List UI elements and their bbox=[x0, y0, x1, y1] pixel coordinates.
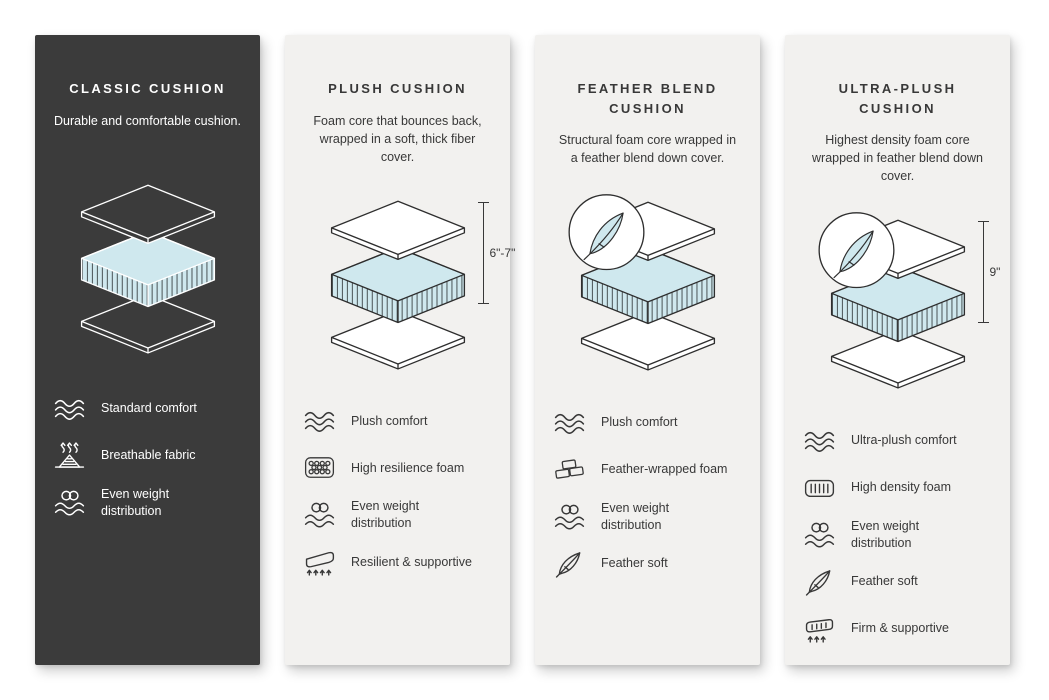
weight-distribution-icon bbox=[300, 500, 338, 530]
feature-label: Standard comfort bbox=[101, 401, 197, 416]
weight-distribution-icon bbox=[800, 520, 838, 550]
feature-label: High density foam bbox=[851, 480, 952, 495]
feature-item: High density foam bbox=[800, 471, 995, 505]
cushion-layers-diagram bbox=[331, 201, 464, 369]
feature-label: Breathable fabric bbox=[101, 448, 196, 463]
feather-icon bbox=[550, 549, 588, 579]
breathable-icon bbox=[50, 441, 88, 471]
foam-cells-icon bbox=[300, 453, 338, 483]
feature-item: Breathable fabric bbox=[50, 439, 245, 473]
measurement-indicator: 6"-7" bbox=[477, 201, 516, 304]
panel-classic-cushion: CLASSIC CUSHION Durable and comfortable … bbox=[35, 35, 260, 665]
panel-ultra-plush-cushion: ULTRA-PLUSH CUSHION Highest density foam… bbox=[785, 35, 1010, 665]
cushion-layers-diagram bbox=[81, 184, 214, 353]
feature-item: Ultra-plush comfort bbox=[800, 424, 995, 458]
cushion-illustration bbox=[565, 189, 731, 373]
feature-item: Plush comfort bbox=[550, 406, 745, 440]
panel-title: FEATHER BLEND CUSHION bbox=[577, 81, 718, 116]
feather-badge-icon bbox=[568, 195, 644, 270]
waves-icon bbox=[50, 394, 88, 424]
measurement-indicator: 9" bbox=[977, 221, 1001, 324]
feature-label: Plush comfort bbox=[351, 413, 428, 428]
waves-icon bbox=[800, 426, 838, 456]
panel-title: CLASSIC CUSHION bbox=[69, 81, 226, 96]
feature-item: Resilient & supportive bbox=[300, 545, 495, 579]
panel-description: Structural foam core wrapped in a feathe… bbox=[558, 133, 737, 166]
feature-label: Feather-wrapped foam bbox=[601, 462, 728, 477]
feature-label: Feather soft bbox=[851, 574, 918, 589]
feature-label: Ultra-plush comfort bbox=[851, 433, 957, 448]
feature-list: Standard comfort Breathable fabric Even … bbox=[50, 392, 245, 520]
feature-label: Firm & supportive bbox=[851, 621, 949, 636]
feature-item: Feather soft bbox=[550, 547, 745, 581]
cushion-illustration: 6"-7" bbox=[315, 188, 515, 372]
density-foam-icon bbox=[800, 473, 838, 503]
panel-plush-cushion: PLUSH CUSHION Foam core that bounces bac… bbox=[285, 35, 515, 665]
cushion-illustration bbox=[65, 172, 231, 356]
feature-item: Even weight distribution bbox=[800, 518, 995, 552]
feature-label: Even weight distribution bbox=[601, 500, 670, 532]
firm-icon bbox=[800, 614, 838, 644]
measurement-line bbox=[977, 221, 989, 324]
feature-label: Even weight distribution bbox=[851, 518, 920, 550]
resilient-icon bbox=[300, 547, 338, 577]
panel-title: PLUSH CUSHION bbox=[328, 81, 467, 96]
waves-icon bbox=[550, 408, 588, 438]
waves-icon bbox=[300, 406, 338, 436]
feature-item: Plush comfort bbox=[300, 404, 495, 438]
feature-label: High resilience foam bbox=[351, 460, 465, 475]
panel-feather-blend-cushion: FEATHER BLEND CUSHION Structural foam co… bbox=[535, 35, 760, 665]
feature-label: Even weight distribution bbox=[351, 499, 420, 531]
cushion-illustration: 9" bbox=[815, 207, 1000, 391]
feature-item: High resilience foam bbox=[300, 451, 495, 485]
measurement-label: 6"-7" bbox=[489, 245, 516, 260]
panel-description: Foam core that bounces back, wrapped in … bbox=[313, 113, 482, 164]
feature-list: Ultra-plush comfort High density foam Ev… bbox=[800, 424, 995, 646]
feature-label: Resilient & supportive bbox=[351, 554, 472, 569]
bricks-icon bbox=[550, 455, 588, 485]
feather-badge-icon bbox=[818, 213, 894, 288]
panel-description: Highest density foam core wrapped in fea… bbox=[812, 133, 983, 184]
feature-item: Feather-wrapped foam bbox=[550, 453, 745, 487]
panel-description: Durable and comfortable cushion. bbox=[54, 113, 241, 128]
feature-item: Feather soft bbox=[800, 565, 995, 599]
weight-distribution-icon bbox=[50, 488, 88, 518]
panel-title: ULTRA-PLUSH CUSHION bbox=[838, 81, 957, 116]
feature-list: Plush comfort High resilience foam Even … bbox=[300, 404, 495, 579]
measurement-line bbox=[477, 201, 489, 304]
feature-item: Standard comfort bbox=[50, 392, 245, 426]
weight-distribution-icon bbox=[550, 502, 588, 532]
feather-icon bbox=[800, 567, 838, 597]
feature-item: Even weight distribution bbox=[50, 486, 245, 520]
feature-label: Plush comfort bbox=[601, 415, 678, 430]
feature-label: Feather soft bbox=[601, 556, 668, 571]
cushion-layers-diagram bbox=[568, 195, 714, 371]
feature-list: Plush comfort Feather-wrapped foam Even … bbox=[550, 406, 745, 581]
feature-item: Firm & supportive bbox=[800, 612, 995, 646]
feature-item: Even weight distribution bbox=[300, 498, 495, 532]
cushion-layers-diagram bbox=[818, 213, 964, 389]
feature-item: Even weight distribution bbox=[550, 500, 745, 534]
feature-label: Even weight distribution bbox=[101, 487, 170, 518]
measurement-label: 9" bbox=[989, 265, 1001, 280]
